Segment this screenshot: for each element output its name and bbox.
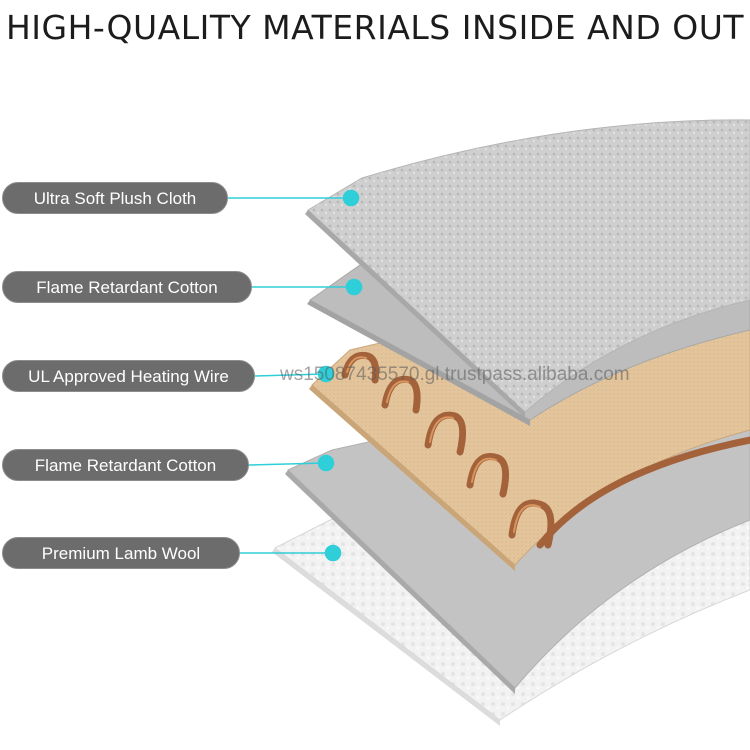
page-title: HIGH-QUALITY MATERIALS INSIDE AND OUT <box>5 8 745 47</box>
layer-label-premium-lamb-wool: Premium Lamb Wool <box>2 537 240 569</box>
connector-dot-2 <box>345 278 363 296</box>
connector-line-4 <box>248 462 326 466</box>
connector-dot-3 <box>317 365 335 383</box>
layer-label-ul-approved-heating-wire: UL Approved Heating Wire <box>2 360 255 392</box>
connector-line-3 <box>254 373 326 377</box>
connector-dot-4 <box>317 454 335 472</box>
connector-dot-1 <box>342 189 360 207</box>
layer-label-ultra-soft-plush-cloth: Ultra Soft Plush Cloth <box>2 182 228 214</box>
layer-label-flame-retardant-cotton-2: Flame Retardant Cotton <box>2 449 249 481</box>
connector-dot-5 <box>324 544 342 562</box>
layer-label-flame-retardant-cotton-1: Flame Retardant Cotton <box>2 271 252 303</box>
